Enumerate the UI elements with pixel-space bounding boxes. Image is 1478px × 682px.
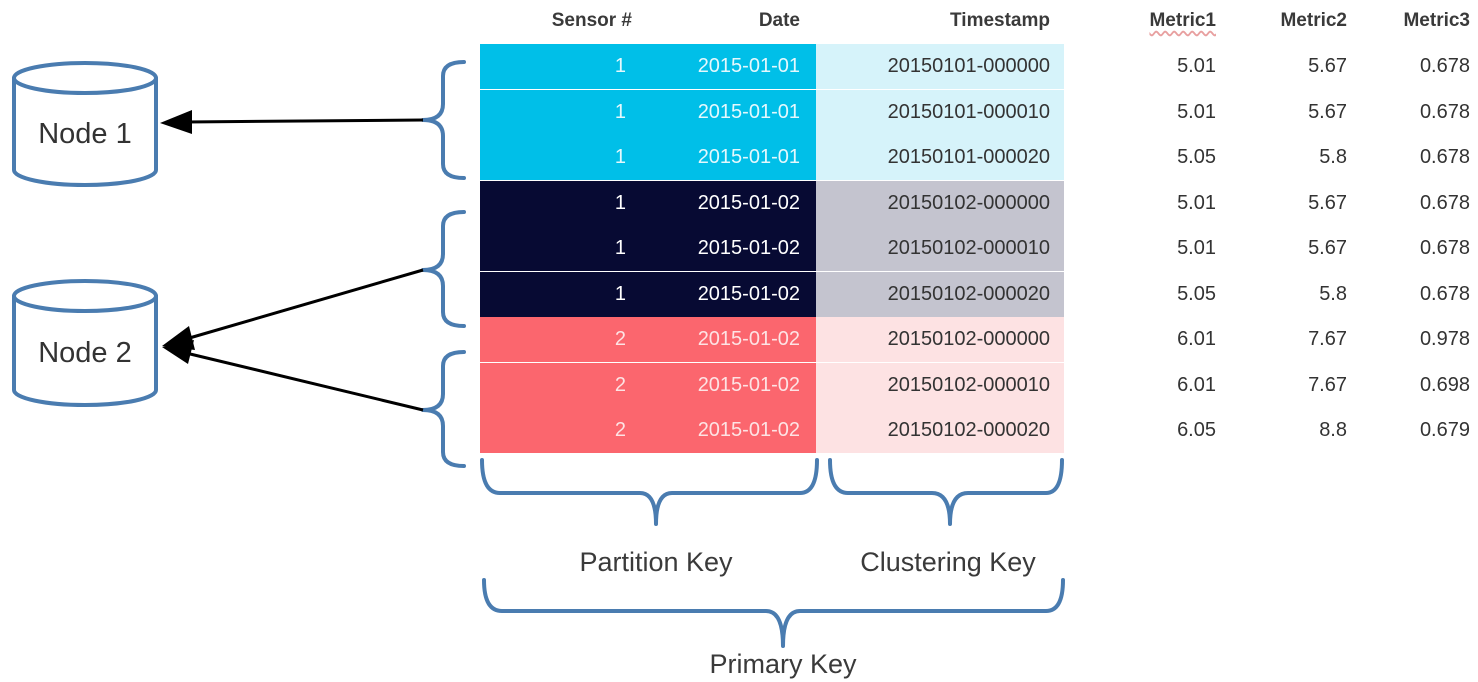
bracket-group-3: [421, 350, 466, 468]
node-2-cylinder-icon: [12, 279, 158, 407]
metric3-cell: 0.698: [1419, 373, 1470, 396]
bracket-partition-key: [480, 458, 819, 526]
timestamp-cell: 20150101-000010: [816, 89, 1064, 135]
metric3-cell: 0.679: [1419, 419, 1470, 441]
metric1-cell: 5.01: [1177, 191, 1216, 214]
metric3-cell: 0.678: [1419, 146, 1470, 168]
date-cell: 2015-01-02: [636, 271, 816, 317]
metric1-cell: 5.01: [1177, 55, 1216, 77]
metric3-cell: 0.678: [1419, 55, 1470, 77]
metric2-cell: 5.67: [1308, 55, 1347, 77]
sensor-cell: 1: [480, 89, 636, 135]
timestamp-cell: 20150102-000000: [816, 317, 1064, 362]
metric3-cell: 0.978: [1419, 328, 1470, 350]
header-metric1: Metric1: [1149, 10, 1216, 31]
timestamp-cell: 20150102-000000: [816, 180, 1064, 226]
metric1-cell: 6.05: [1177, 419, 1216, 441]
metric2-cell: 5.67: [1308, 237, 1347, 259]
metric1-cell: 5.05: [1177, 282, 1216, 305]
header-timestamp: Timestamp: [950, 10, 1050, 31]
date-cell: 2015-01-01: [636, 44, 816, 89]
bracket-group-1: [421, 60, 466, 180]
date-cell: 2015-01-02: [636, 317, 816, 362]
metric3-cell: 0.678: [1419, 100, 1470, 123]
timestamp-cell: 20150102-000010: [816, 362, 1064, 408]
sensor-cell: 2: [480, 408, 636, 453]
partition-key-label: Partition Key: [579, 547, 733, 577]
sensor-cell: 1: [480, 180, 636, 226]
node-2-label: Node 2: [38, 337, 132, 369]
arrow-group-3-to-node-2: [162, 340, 424, 412]
node-1-cylinder-icon: [12, 61, 158, 187]
date-cell: 2015-01-02: [636, 362, 816, 408]
timestamp-cell: 20150102-000010: [816, 226, 1064, 271]
metric1-cell: 5.01: [1177, 237, 1216, 259]
metric1-cell: 5.01: [1177, 100, 1216, 123]
sensor-cell: 1: [480, 271, 636, 317]
clustering-key-label: Clustering Key: [860, 547, 1036, 577]
metric2-cell: 5.67: [1308, 191, 1347, 214]
date-cell: 2015-01-01: [636, 89, 816, 135]
metric3-cell: 0.678: [1419, 237, 1470, 259]
sensor-cell: 1: [480, 135, 636, 180]
header-date: Date: [758, 10, 800, 31]
metric1-cell: 5.05: [1177, 146, 1216, 168]
header-metric2: Metric2: [1280, 10, 1347, 31]
arrow-group-2-to-node-2: [162, 268, 424, 350]
bracket-primary-key: [482, 578, 1065, 648]
sensor-cell: 1: [480, 44, 636, 89]
timestamp-cell: 20150101-000000: [816, 44, 1064, 89]
sensor-cell: 1: [480, 226, 636, 271]
timestamp-cell: 20150101-000020: [816, 135, 1064, 180]
timestamp-cell: 20150102-000020: [816, 408, 1064, 453]
metric2-cell: 8.8: [1319, 419, 1347, 441]
metric3-cell: 0.678: [1419, 191, 1470, 214]
bracket-group-2: [421, 210, 466, 328]
header-metric3: Metric3: [1403, 10, 1470, 31]
date-cell: 2015-01-02: [636, 226, 816, 271]
primary-key-label: Primary Key: [709, 649, 857, 679]
sensor-cell: 2: [480, 317, 636, 362]
metric2-cell: 7.67: [1308, 373, 1347, 396]
metric2-cell: 5.8: [1319, 282, 1347, 305]
date-cell: 2015-01-02: [636, 408, 816, 453]
metric1-cell: 6.01: [1177, 373, 1216, 396]
node-1-label: Node 1: [38, 118, 132, 150]
arrow-group-1-to-node-1: [160, 110, 424, 134]
metric2-cell: 7.67: [1308, 328, 1347, 350]
metric2-cell: 5.67: [1308, 100, 1347, 123]
header-sensor: Sensor #: [551, 10, 632, 31]
metric2-cell: 5.8: [1319, 146, 1347, 168]
sensor-cell: 2: [480, 362, 636, 408]
metric3-cell: 0.678: [1419, 282, 1470, 305]
timestamp-cell: 20150102-000020: [816, 271, 1064, 317]
date-cell: 2015-01-01: [636, 135, 816, 180]
date-cell: 2015-01-02: [636, 180, 816, 226]
metric1-cell: 6.01: [1177, 328, 1216, 350]
bracket-clustering-key: [828, 458, 1064, 526]
